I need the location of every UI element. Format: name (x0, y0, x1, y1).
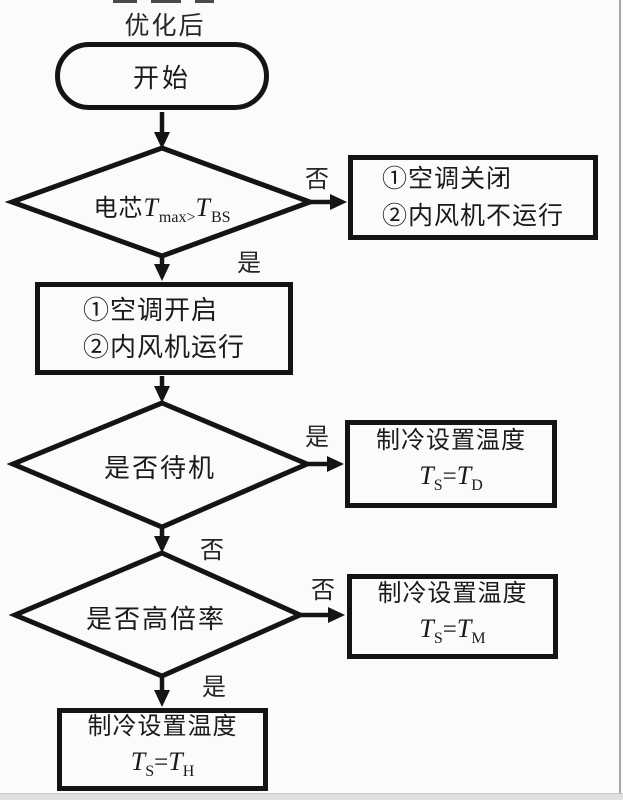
branch-label-no-2: 否 (200, 538, 224, 564)
ts-var: T (419, 613, 434, 643)
branch-label-yes-2: 是 (305, 425, 329, 451)
process-ac-on: ①空调开启 ②内风机运行 (35, 282, 293, 375)
ac-on-line2: ②内风机运行 (82, 332, 245, 362)
ac-off-line1: ①空调关闭 (381, 165, 512, 193)
midrate-formula: TS=TM (419, 611, 485, 657)
arrowhead (330, 194, 347, 210)
process-ac-off: ①空调关闭 ②内风机不运行 (348, 155, 598, 240)
arrowhead (327, 456, 344, 472)
scan-edge-line (619, 0, 621, 800)
cropped-text-fragment (151, 0, 181, 3)
ts-sub: S (145, 762, 155, 780)
branch-label-no-3: 否 (311, 578, 335, 604)
process-midrate-setpoint: 制冷设置温度 TS=TM (347, 574, 558, 659)
td-sub: D (471, 477, 483, 494)
branch-label-yes-1: 是 (237, 251, 261, 277)
arrowhead (154, 386, 170, 403)
cropped-text-fragment (195, 0, 214, 3)
start-label: 开始 (132, 63, 191, 93)
start-node: 开始 (55, 42, 269, 110)
midrate-title: 制冷设置温度 (377, 580, 528, 607)
td-var: T (456, 461, 472, 490)
process-highrate-setpoint: 制冷设置温度 TS=TH (57, 708, 268, 791)
tm-sub: M (471, 629, 486, 647)
process-standby-setpoint: 制冷设置温度 TS=TD (345, 420, 557, 508)
decision-standby-diamond (6, 400, 314, 530)
ac-off-line2: ②内风机不运行 (381, 202, 564, 230)
arrowhead (154, 536, 170, 553)
cropped-text-fragment (113, 0, 137, 3)
ts-var: T (419, 461, 434, 490)
standby-title: 制冷设置温度 (376, 428, 526, 454)
decision-highrate-label: 是否高倍率 (85, 605, 226, 634)
branch-label-no-1: 否 (305, 167, 329, 193)
highrate-formula: TS=TH (131, 744, 195, 790)
decision-temp-prefix: 电芯 (93, 196, 144, 222)
ts-sub: S (433, 477, 443, 494)
ts-var: T (130, 746, 146, 776)
ts-sub: S (433, 629, 443, 647)
tm-var: T (456, 613, 472, 643)
decision-standby-label: 是否待机 (103, 454, 216, 483)
arrowhead (154, 690, 170, 707)
equals-sign: = (154, 748, 169, 776)
highrate-title: 制冷设置温度 (87, 713, 238, 740)
standby-formula: TS=TD (419, 458, 483, 504)
arrowhead (328, 607, 345, 623)
th-var: T (168, 746, 183, 776)
branch-label-yes-3: 是 (202, 675, 226, 701)
tbs-var: T (195, 193, 211, 222)
equals-sign: = (442, 463, 457, 490)
decision-temp-label: 电芯Tmax>TBS (0, 188, 324, 227)
tmax-var: T (143, 193, 159, 222)
decision-highrate-diamond (8, 550, 307, 679)
decision-temp-diamond (4, 145, 318, 259)
tbs-sub: BS (210, 209, 231, 226)
diagram-title: 优化后 (124, 13, 206, 40)
arrowhead (154, 264, 170, 281)
scan-bottom-strip (0, 793, 623, 800)
tmax-sub: max> (158, 209, 196, 226)
equals-sign: = (442, 615, 457, 643)
arrowhead (154, 132, 170, 149)
th-sub: H (182, 762, 195, 780)
ac-on-line1: ①空调开启 (82, 295, 218, 325)
